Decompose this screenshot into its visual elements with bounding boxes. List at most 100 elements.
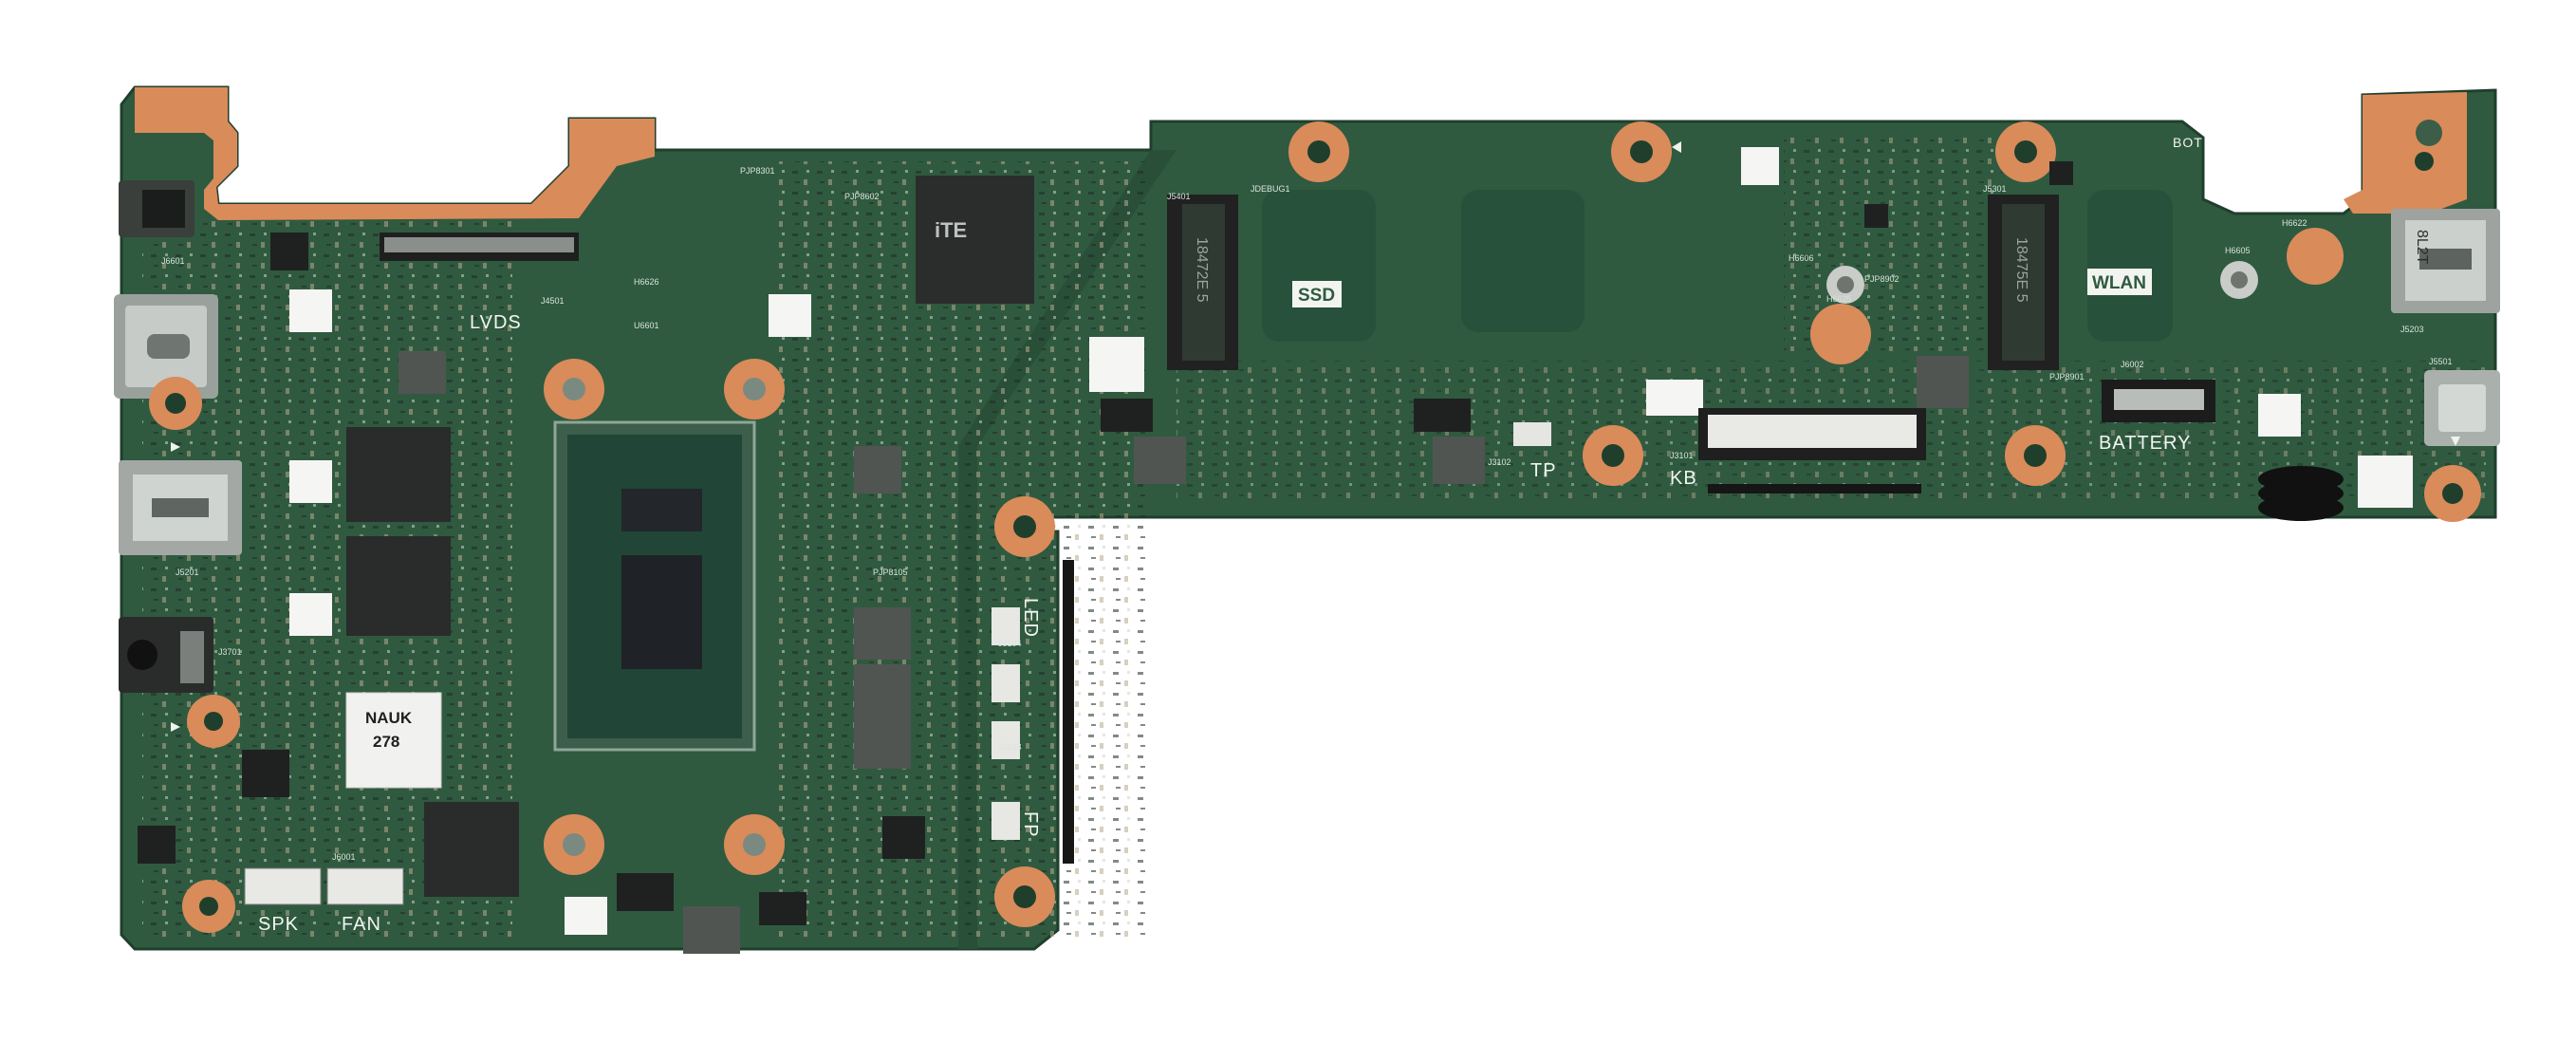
mount-hole [994,866,1055,927]
mount-hole [2416,120,2442,146]
ref-h6606: H6606 [1788,253,1814,263]
ref-j6002: J6002 [2121,360,2144,369]
keyboard-connector [1698,408,1926,460]
ref-j3701: J3701 [218,647,242,657]
mount-hole [994,496,1055,557]
silk-usb-code: 8L2T [2414,230,2430,265]
mount-hole [1583,425,1643,486]
fan-connector [326,867,404,905]
ref-h6626: H6626 [634,277,659,287]
ref-j3104: J3104 [998,639,1022,648]
ec-chip: iTE [916,176,1034,304]
mount-hole [2415,152,2434,171]
ref-j4501: J4501 [541,296,565,306]
ref-j3101: J3101 [1670,451,1694,460]
mount-hole [2287,228,2344,285]
ref-h6622: H6622 [2282,218,2307,228]
silk-arrows [171,141,2460,732]
ref-pjp8301: PJP8301 [740,166,775,176]
ref-j5203: J5203 [2400,325,2424,334]
mount-hole [2005,425,2066,486]
side-connector [991,721,1020,759]
mount-hole [544,814,604,875]
mount-hole [1288,121,1349,182]
audio-jack-top [119,180,195,237]
spk-connector [244,867,322,905]
sticker-line1: NAUK [365,709,413,727]
silk-fp: FP [1020,811,1041,838]
led-connector [991,607,1020,645]
mount-hole [724,359,785,419]
audio-jack [119,617,213,693]
sticker-line2: 278 [373,733,399,751]
mount-hole [1611,121,1672,182]
wlan-slot-code: 18475E 5 [2013,237,2029,303]
ref-h6625: H6625 [1826,294,1852,304]
sticker: NAUK 278 [345,692,442,789]
ref-u6601: U6601 [634,321,659,330]
ref-pjp8602: PJP8602 [844,192,880,201]
silk-ssd-box: SSD [1292,281,1342,307]
ram-chip [346,427,451,522]
ssd-m2-slot: 18472E 5 [1167,195,1238,370]
ref-pjp8105: PJP8105 [873,568,908,577]
standoff-studs [1826,261,2258,304]
silk-fan: FAN [342,914,381,935]
flash-chip [424,802,519,897]
ref-pjp8901: PJP8901 [2049,372,2085,382]
mount-hole [187,695,240,748]
silk-wlan: WLAN [2092,273,2146,293]
lvds-connector [380,233,579,261]
white-patches [289,147,2413,935]
wlan-m2-slot: 18475E 5 [1988,195,2059,370]
silk-ssd: SSD [1298,286,1335,306]
ref-jdebug1: JDEBUG1 [1251,184,1290,194]
side-connector [991,664,1020,702]
silk-spk: SPK [258,914,299,935]
silk-lvds: LVDS [470,312,522,333]
mount-hole [544,359,604,419]
ref-pjp8902: PJP8902 [1864,274,1900,284]
usb-c-port [114,294,218,399]
misc-ics [138,161,2073,925]
silk-wlan-box: WLAN [2087,269,2152,295]
ec-chip-logo: iTE [935,218,967,242]
edge-slot [1063,560,1074,864]
cpu-package [553,420,756,752]
mount-hole [182,880,235,933]
trace-shadows [1262,190,2173,342]
tp-connector [1513,422,1551,446]
usb-a-port [119,460,242,555]
ref-j5301: J5301 [1983,184,2007,194]
silk-led: LED [1020,598,1041,638]
ssd-slot-code: 18472E 5 [1194,237,1210,303]
battery-connector [2102,380,2215,422]
silk-tp: TP [1530,460,1557,481]
mount-hole [2424,465,2481,522]
ref-j6001: J6001 [332,852,356,862]
inductors [398,351,1969,954]
silk-kb: KB [1670,468,1697,489]
mount-hole [1995,121,2056,182]
usb-c-port-right [2424,370,2500,446]
copper-tab-left [135,87,655,220]
ref-j3102: J3102 [1488,457,1511,467]
mount-hole [1810,304,1871,364]
silk-bot: BOT [2173,135,2203,150]
usb-a-port-right [2391,209,2500,313]
kb-flex-slot [1708,484,1921,493]
ram-chip [346,536,451,636]
ref-j5401: J5401 [1167,192,1191,201]
ref-j5201: J5201 [176,568,199,577]
ref-h6605: H6605 [2225,246,2251,255]
fp-connector [991,802,1020,840]
ref-j6601: J6601 [161,256,185,266]
ref-j5501: J5501 [2429,357,2453,366]
mount-hole [149,377,202,430]
silk-battery: BATTERY [2099,433,2191,454]
mount-holes [149,120,2481,933]
mount-hole [724,814,785,875]
ref-j3103: J3103 [998,742,1022,752]
coiled-cable [2258,466,2344,521]
